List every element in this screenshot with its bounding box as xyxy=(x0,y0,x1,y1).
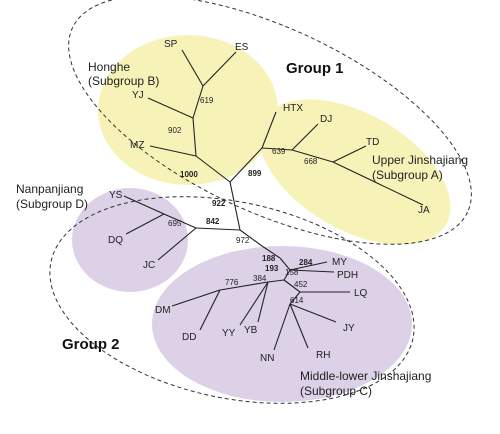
subgroup-d-tag: (Subgroup D) xyxy=(16,197,88,211)
bootstrap-776: 776 xyxy=(225,278,239,287)
bootstrap-193: 193 xyxy=(265,264,279,273)
leaf-mz: MZ xyxy=(130,140,144,151)
bootstrap-284: 284 xyxy=(299,258,313,267)
subgroup-c-name: Middle-lower Jinshajiang xyxy=(300,369,431,383)
subgroup-b-tag: (Subgroup B) xyxy=(88,74,159,88)
bootstrap-842: 842 xyxy=(206,217,220,226)
leaf-yy: YY xyxy=(222,328,236,339)
leaf-td: TD xyxy=(366,137,379,148)
subgroup-c-region xyxy=(152,246,412,402)
tree-branches xyxy=(123,49,424,351)
bootstrap-1000: 1000 xyxy=(180,170,198,179)
leaf-rh: RH xyxy=(316,350,330,361)
bootstrap-639: 639 xyxy=(272,147,286,156)
leaf-htx: HTX xyxy=(283,103,303,114)
group-2-label: Group 2 xyxy=(62,336,120,353)
group-1-outline xyxy=(68,0,472,245)
leaf-nn: NN xyxy=(260,353,274,364)
bootstrap-188: 188 xyxy=(262,254,276,263)
bootstrap-902: 902 xyxy=(168,126,182,135)
bootstrap-452: 452 xyxy=(294,280,308,289)
bootstrap-619: 619 xyxy=(200,96,214,105)
leaf-dj: DJ xyxy=(320,114,332,125)
leaf-es: ES xyxy=(235,42,249,53)
subgroup-a-name: Upper Jinshajiang xyxy=(372,153,468,167)
leaf-jy: JY xyxy=(343,323,355,334)
bootstrap-668: 668 xyxy=(304,157,318,166)
leaf-yj: YJ xyxy=(132,90,144,101)
subgroup-a-tag: (Subgroup A) xyxy=(372,168,443,182)
bootstrap-158: 158 xyxy=(285,268,299,277)
leaf-pdh: PDH xyxy=(337,270,358,281)
leaf-lq: LQ xyxy=(354,288,368,299)
leaf-dm: DM xyxy=(155,305,171,316)
bootstrap-614: 614 xyxy=(290,296,304,305)
bootstrap-384: 384 xyxy=(253,274,267,283)
subgroup-d-region xyxy=(72,188,188,292)
subgroup-b-region xyxy=(98,35,278,185)
subgroup-b-name: Honghe xyxy=(88,60,130,74)
bootstrap-899: 899 xyxy=(248,169,262,178)
leaf-ja: JA xyxy=(418,205,430,216)
leaf-yb: YB xyxy=(244,325,258,336)
bootstrap-922: 922 xyxy=(212,199,226,208)
leaf-dd: DD xyxy=(182,332,196,343)
subgroup-c-tag: (Subgroup C) xyxy=(300,384,372,398)
leaf-my: MY xyxy=(332,257,347,268)
group-1-label: Group 1 xyxy=(286,60,344,77)
bootstrap-972: 972 xyxy=(236,236,250,245)
leaf-ys: YS xyxy=(109,190,123,201)
leaf-jc: JC xyxy=(143,260,155,271)
subgroup-d-name: Nanpanjiang xyxy=(16,182,83,196)
bootstrap-695: 695 xyxy=(168,219,182,228)
leaf-sp: SP xyxy=(164,39,178,50)
group-2-outline xyxy=(49,196,415,404)
leaf-dq: DQ xyxy=(108,235,123,246)
